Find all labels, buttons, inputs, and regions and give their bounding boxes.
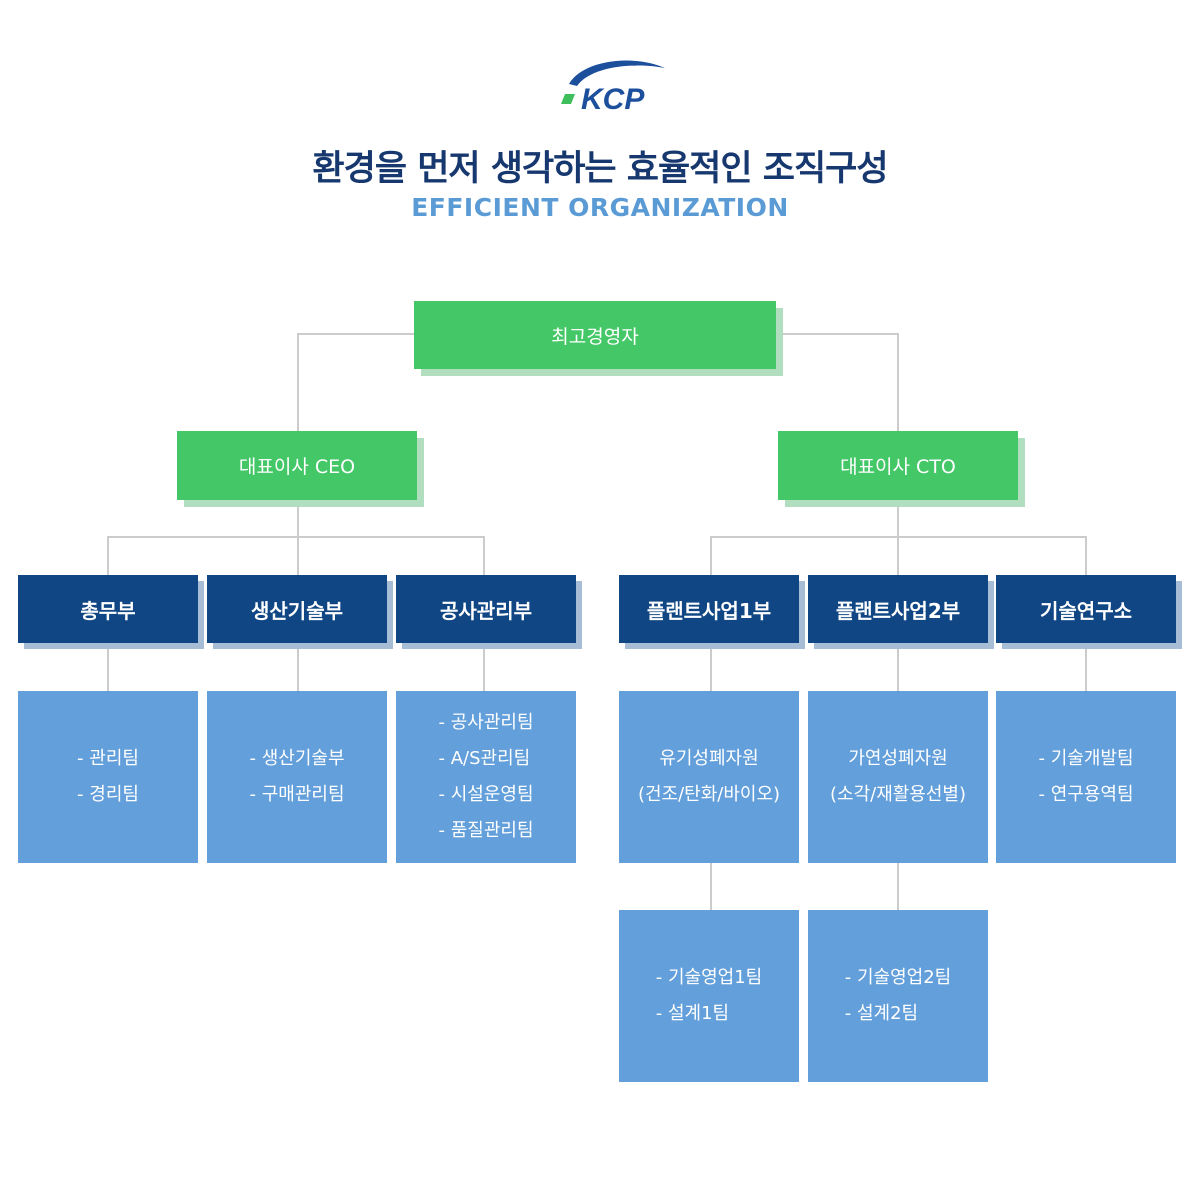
dept-label: 플랜트사업2부 [835,598,961,623]
node-label: 최고경영자 [551,325,639,348]
node-label: 대표이사 CEO [238,456,356,478]
subteams-plant-business-2: - 기술영업2팀 - 설계2팀 [808,910,988,1082]
dept-plant-business-2: 플랜트사업2부 [808,575,988,643]
dept-label: 생산기술부 [251,598,343,623]
node-cto: 대표이사 CTO [778,431,1018,500]
team-item: - 시설운영팀 [438,784,534,805]
subteams-plant-business-1: - 기술영업1팀 - 설계1팀 [619,910,799,1082]
teams-production-tech: - 생산기술부 - 구매관리팀 [207,691,387,863]
team-item: - 기술영업2팀 [844,967,952,988]
team-item: - 경리팀 [77,784,139,805]
dept-research-institute: 기술연구소 [996,575,1176,643]
teams-construction-mgmt: - 공사관리팀 - A/S관리팀 - 시설운영팀 - 품질관리팀 [396,691,576,863]
team-item: 가연성폐자원 [848,748,948,769]
team-item: - 설계2팀 [844,1003,919,1024]
kcp-logo: KCP [555,50,675,118]
team-item: - 생산기술부 [249,748,345,769]
team-item: - 연구용역팀 [1038,784,1134,805]
dept-label: 플랜트사업1부 [646,598,772,623]
team-item: - 공사관리팀 [438,712,534,733]
node-label: 대표이사 CTO [840,456,956,478]
team-item: - 기술영업1팀 [655,967,763,988]
dept-construction-mgmt: 공사관리부 [396,575,576,643]
teams-plant-business-1: 유기성폐자원 (건조/탄화/바이오) [619,691,799,863]
svg-text:KCP: KCP [581,83,645,116]
teams-plant-business-2: 가연성폐자원 (소각/재활용선별) [808,691,988,863]
team-item: - 관리팀 [77,748,139,769]
teams-research-institute: - 기술개발팀 - 연구용역팀 [996,691,1176,863]
page-title: 환경을 먼저 생각하는 효율적인 조직구성 [312,149,888,189]
team-item: (건조/탄화/바이오) [637,784,781,805]
dept-label: 총무부 [80,598,136,623]
dept-general-affairs: 총무부 [18,575,198,643]
team-item: - 기술개발팀 [1038,748,1134,769]
team-item: - 품질관리팀 [438,820,534,841]
dept-plant-business-1: 플랜트사업1부 [619,575,799,643]
team-item: - A/S관리팀 [438,748,531,769]
node-ceo: 대표이사 CEO [177,431,417,500]
team-item: - 설계1팀 [655,1003,730,1024]
page-subtitle: EFFICIENT ORGANIZATION [411,193,789,222]
dept-production-tech: 생산기술부 [207,575,387,643]
dept-label: 공사관리부 [440,598,532,623]
dept-label: 기술연구소 [1040,598,1132,623]
team-item: - 구매관리팀 [249,784,345,805]
teams-general-affairs: - 관리팀 - 경리팀 [18,691,198,863]
node-chief-executive: 최고경영자 [414,301,776,369]
team-item: (소각/재활용선별) [829,784,967,805]
team-item: 유기성폐자원 [659,748,759,769]
